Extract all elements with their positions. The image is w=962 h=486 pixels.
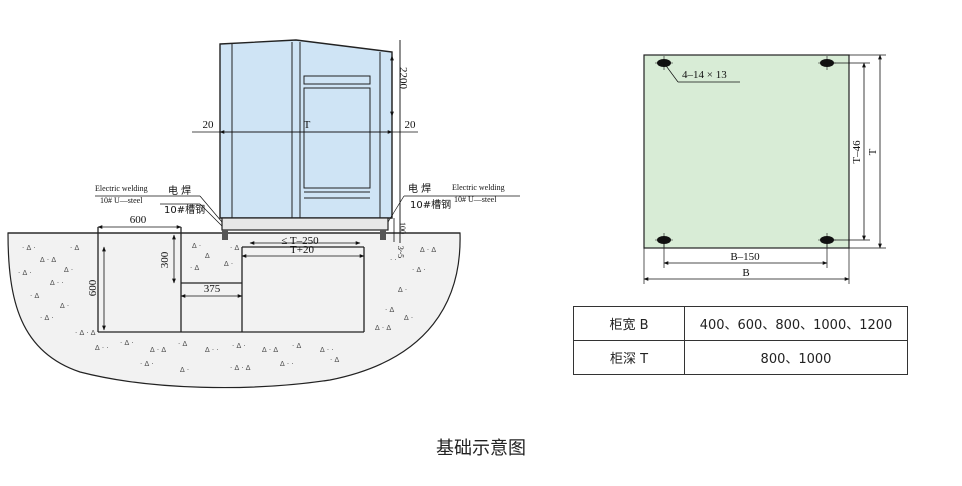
mounting-plate [643,54,850,249]
svg-text:∆ ·: ∆ · [397,286,407,294]
svg-text:· ∆: · ∆ [190,264,199,272]
svg-text:· ∆ ·: · ∆ · [412,266,426,274]
svg-text:∆ · ∆: ∆ · ∆ [261,346,278,354]
dim-600-vertical: 600 [87,279,99,296]
svg-text:· ∆ ·: · ∆ · [232,342,246,350]
weld-left-zh: 电 焊 [168,184,191,197]
svg-text:∆ ·: ∆ · [191,242,201,250]
dim-t-minus-250: ≤ T–250 [281,235,319,247]
svg-text:∆ · ·: ∆ · · [49,279,64,287]
svg-text:∆ ·: ∆ · [403,314,413,322]
dim-3-to-5: 3~5 [396,246,405,258]
cabinet-size-table: 柜宽 B 400、600、800、1000、1200 柜深 T 800、1000 [573,306,908,375]
table-row: 柜宽 B 400、600、800、1000、1200 [573,306,908,341]
dim-width-label: T [304,119,311,131]
steel-left-zh: 10#槽钢 [164,203,205,216]
weld-right-zh: 电 焊 [408,182,431,195]
svg-text:∆ ·: ∆ · [63,266,73,274]
dim-600-horizontal: 600 [130,214,147,226]
dim-b-minus-150: B–150 [730,251,760,263]
svg-text:∆ · ∆: ∆ · ∆ [374,324,391,332]
gravel-texture: · ∆ ·∆ · ∆· ∆ · ∆ · ·· ∆∆ · · ∆ ·· ∆∆ · … [18,242,436,374]
dim-100: 100 [398,222,407,234]
svg-text:· ∆: · ∆ [70,244,79,252]
side-section-view: · ∆ ·∆ · ∆· ∆ · ∆ · ·· ∆∆ · · ∆ ·· ∆∆ · … [7,39,520,389]
svg-text:∆ · ·: ∆ · · [319,346,334,354]
dim-t-plus-20: T+20 [290,244,314,256]
cabinet-width-key: 柜宽 B [573,306,685,341]
foundation-pit [97,227,365,333]
dim-300: 300 [159,251,171,268]
svg-text:· ∆: · ∆ [330,356,339,364]
figure-caption: 基础示意图 [436,438,526,459]
dim-b: B [742,267,749,279]
svg-text:∆ · ∆: ∆ · ∆ [39,256,56,264]
cabinet-width-values: 400、600、800、1000、1200 [684,306,908,341]
svg-text:∆ · ·: ∆ · · [279,360,294,368]
weld-right-en: Electric welding [452,183,505,192]
hole-spec-label: 4–14 × 13 [682,69,727,81]
weld-left-en: Electric welding [95,184,148,193]
svg-text:· ∆: · ∆ [230,244,239,252]
svg-text:∆: ∆ [204,252,210,260]
svg-text:· ∆: · ∆ [292,342,301,350]
dim-t-minus-46: T–46 [851,140,863,164]
svg-text:∆ · ·: ∆ · · [204,346,219,354]
svg-text:∆ ·: ∆ · [179,366,189,374]
svg-text:∆ · ∆: ∆ · ∆ [149,346,166,354]
svg-text:· ∆ · ∆: · ∆ · ∆ [230,364,251,372]
svg-text:· ∆ ·: · ∆ · [120,339,134,347]
svg-text:· ·: · · [390,256,397,264]
svg-text:· ∆: · ∆ [30,292,39,300]
cabinet-elevation [219,39,393,240]
svg-text:· ∆ ·: · ∆ · [18,269,32,277]
svg-text:∆ ·: ∆ · [59,302,69,310]
table-row: 柜深 T 800、1000 [573,340,908,375]
svg-text:· ∆: · ∆ [385,306,394,314]
dim-375: 375 [204,283,221,295]
dim-gap-left-label: 20 [203,119,215,131]
plan-view: 4–14 × 13 B–150 B T–46 T [643,54,886,284]
svg-text:∆ · ·: ∆ · · [94,344,109,352]
steel-left-en: 10# U—steel [100,196,143,205]
ground-mound [7,232,461,389]
cabinet-depth-key: 柜深 T [573,340,685,375]
svg-text:· ∆ ·: · ∆ · [140,360,154,368]
cabinet-depth-values: 800、1000 [684,340,908,375]
steel-right-en: 10# U—steel [454,195,497,204]
svg-text:· ∆ · ∆: · ∆ · ∆ [75,329,96,337]
svg-text:· ∆: · ∆ [178,340,187,348]
svg-text:∆ · ∆: ∆ · ∆ [419,246,436,254]
svg-text:· ∆ ·: · ∆ · [40,314,54,322]
dim-t: T [867,148,879,155]
steel-right-zh: 10#槽钢 [410,198,451,211]
svg-text:· ∆ ·: · ∆ · [22,244,36,252]
dim-gap-right-label: 20 [405,119,417,131]
dim-height-label: 2200 [397,67,409,90]
svg-text:∆ ·: ∆ · [223,260,233,268]
